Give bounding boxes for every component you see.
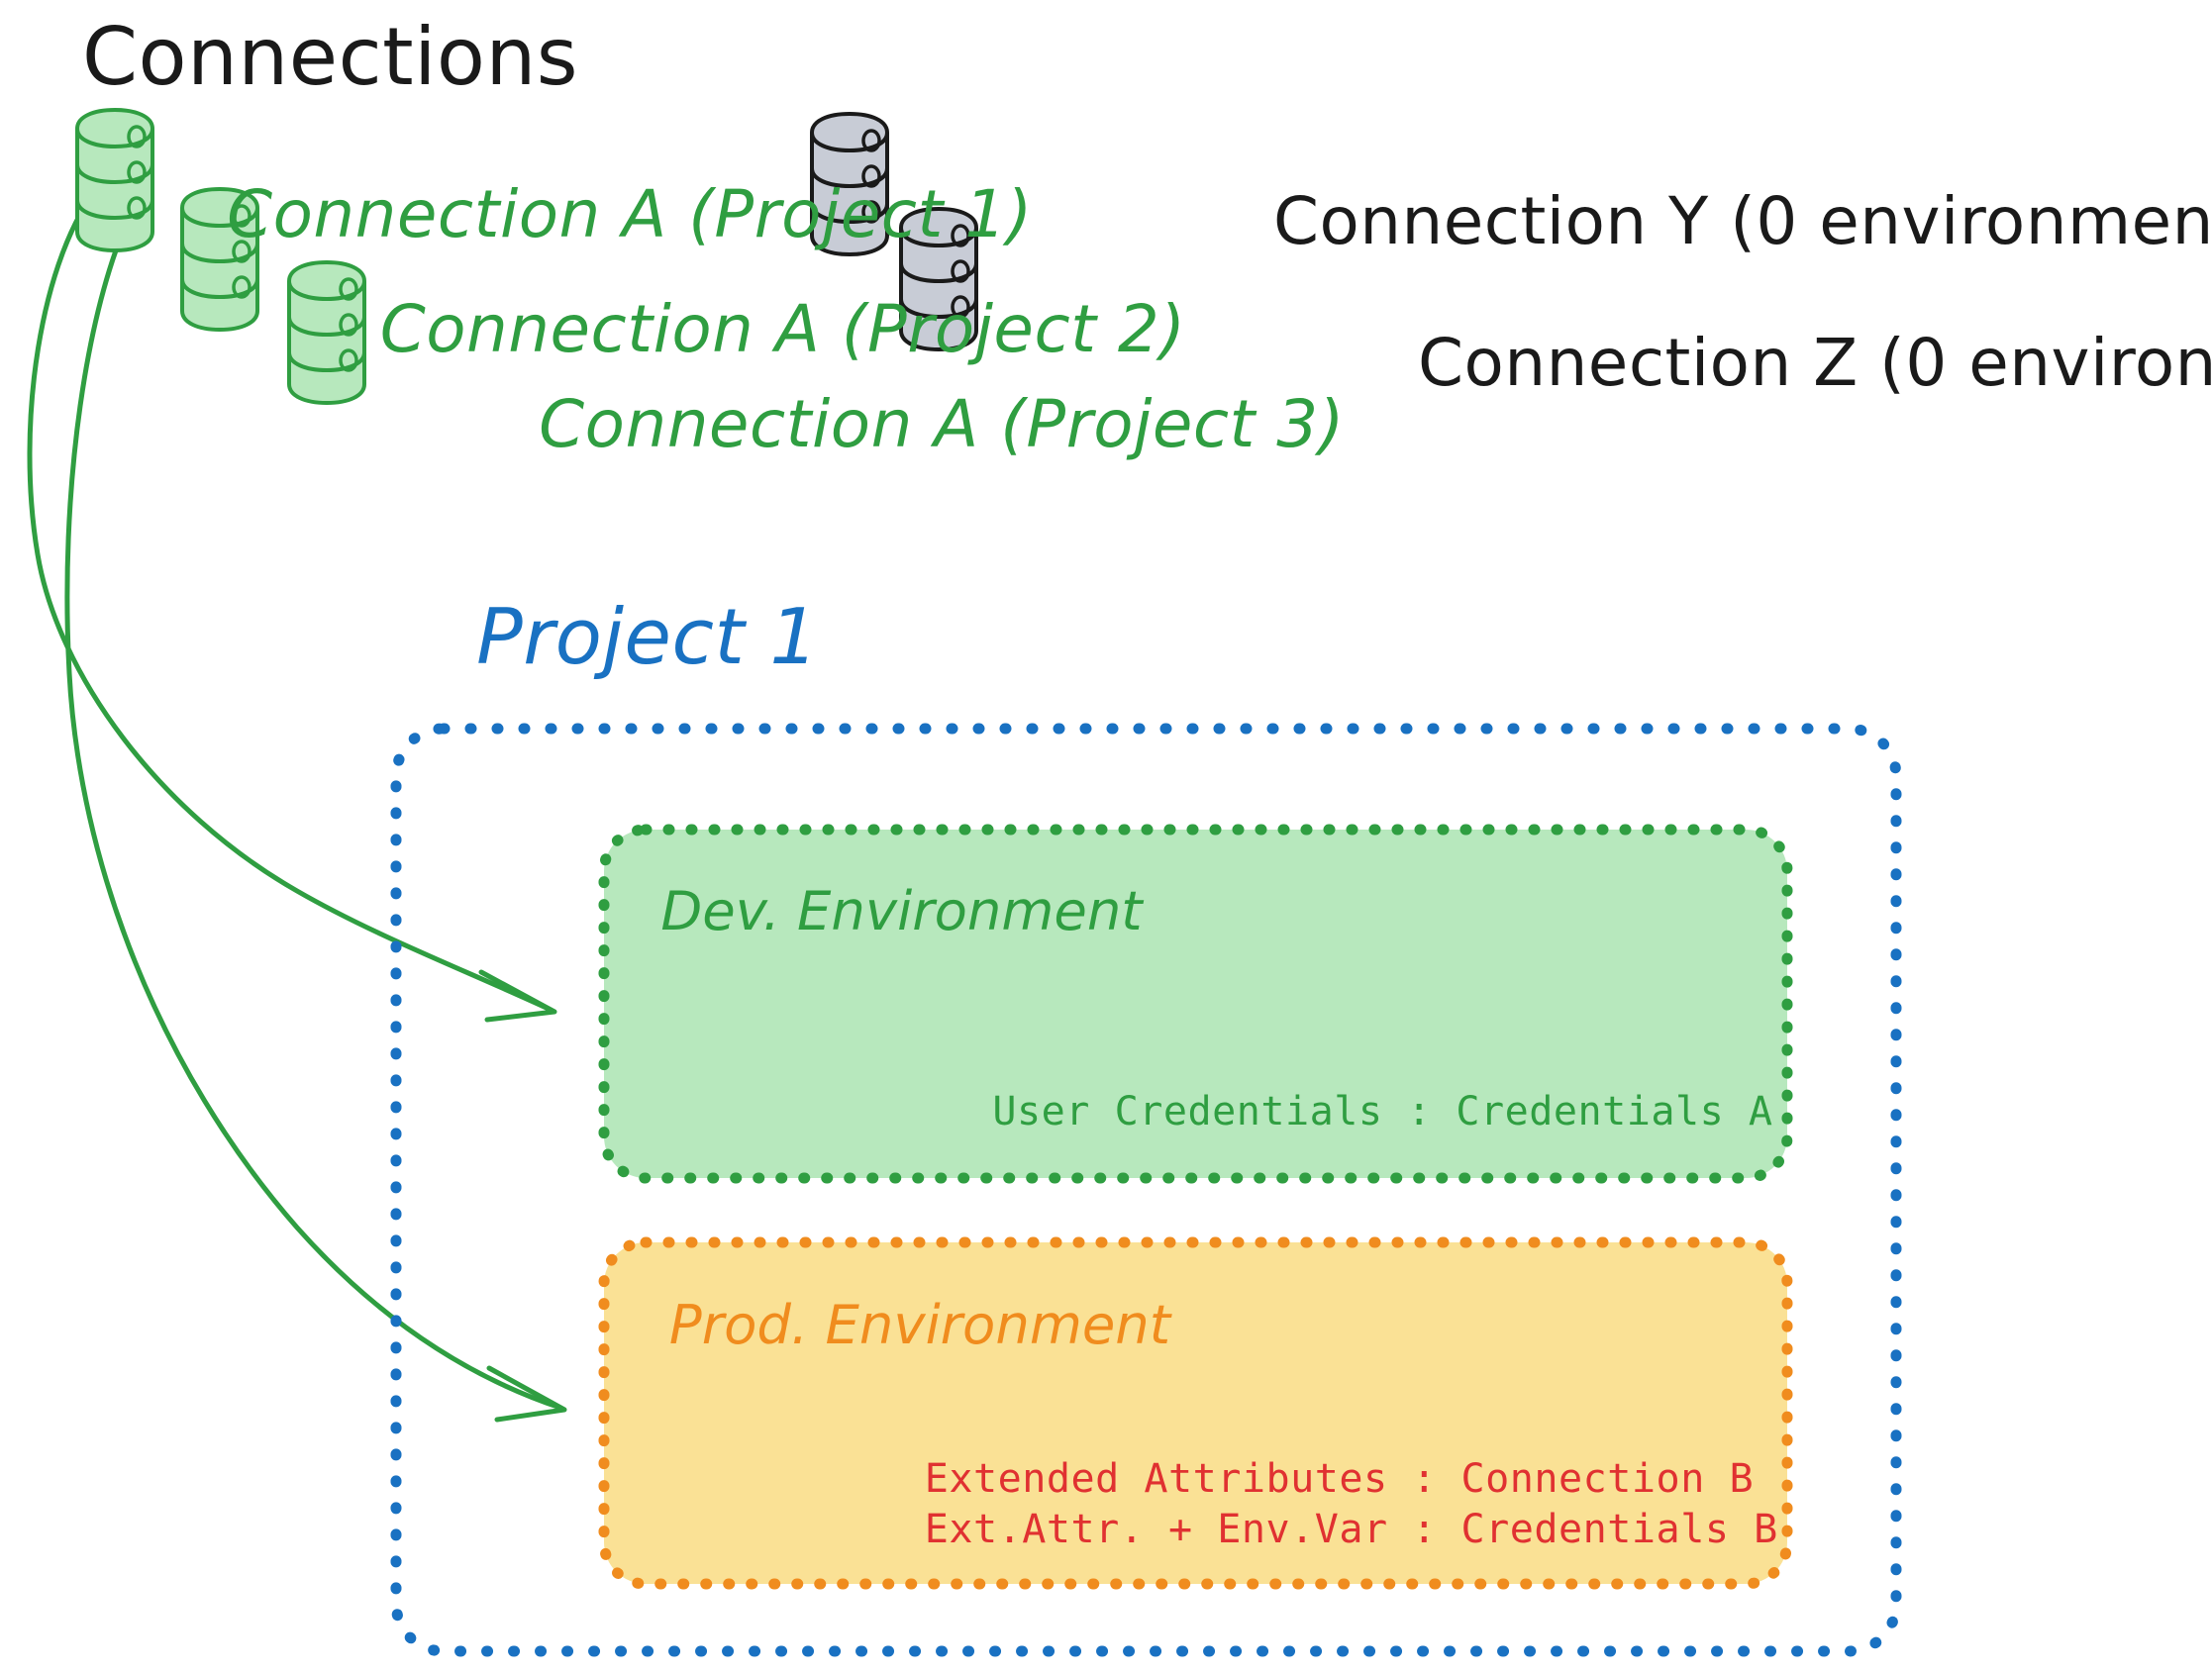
connection-label-z: Connection Z (0 environment) — [1418, 324, 2212, 401]
prod-environment-row-extended-attributes: Extended Attributes : Connection B — [924, 1455, 1755, 1502]
connection-label-a-project-2: Connection A (Project 2) — [379, 290, 1186, 367]
dev-environment-title: Dev. Environment — [660, 878, 1143, 942]
page-title: Connections — [82, 11, 579, 104]
connection-label-y: Connection Y (0 environment) — [1272, 182, 2212, 259]
prod-environment-title: Prod. Environment — [668, 1293, 1171, 1357]
connection-label-a-project-1: Connection A (Project 1) — [227, 175, 1033, 252]
database-cylinder-icon — [75, 108, 154, 252]
arrow-connection-a-to-prod-environment — [64, 195, 567, 1423]
connection-label-a-project-3: Connection A (Project 3) — [539, 385, 1345, 462]
prod-environment-row-ext-attr-env-var: Ext.Attr. + Env.Var : Credentials B — [924, 1507, 1778, 1553]
dev-environment-row-user-credentials: User Credentials : Credentials A — [992, 1088, 1773, 1134]
database-cylinder-icon — [287, 260, 366, 405]
project-1-title: Project 1 — [476, 592, 820, 682]
